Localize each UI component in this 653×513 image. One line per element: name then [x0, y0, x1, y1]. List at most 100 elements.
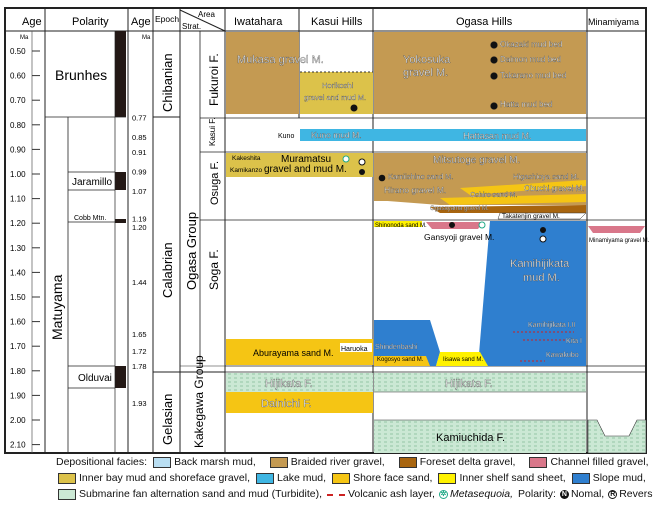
epoch-calabrian: Calabrian [160, 242, 175, 298]
header-epoch: Epoch [155, 14, 179, 24]
legend-row-1: Depositional facies: Back marsh mud, Bra… [56, 455, 649, 470]
legend-swatch-lake [256, 473, 275, 484]
hijikata-label-iwatahara: Hijikata F. [265, 378, 313, 390]
kawakubo-label: Kawakubo [546, 352, 579, 359]
horikoshi-label-2: gravel and mud M. [304, 93, 366, 102]
kamihijikata-label-2: mud M. [523, 272, 560, 284]
obuchi-label: Obuchi gravel M. [524, 184, 584, 193]
age-tick-label: 1.40 [10, 268, 26, 277]
daimon-label: Daimon mud bed [500, 55, 561, 64]
mitsutoge-label: Mitsutoge gravel M. [433, 155, 520, 166]
lake-mud-band [300, 129, 586, 141]
oshiro-label: Oshiro sand M. [470, 192, 518, 199]
formation-osuga: Osuga F. [209, 161, 221, 205]
header-strat: Strat. [182, 22, 201, 31]
reverse-polarity-icon [539, 235, 547, 243]
okazaki-label: Okazaki mud bed [500, 40, 562, 49]
hirano-label: Hirano gravel M. [384, 185, 446, 195]
header-diagonal [179, 9, 226, 32]
legend-label-inner-bay: Inner bay mud and shoreface gravel, [79, 472, 251, 484]
boundary-age-label: 1.44 [132, 278, 147, 287]
kogosyo-sand [374, 356, 430, 366]
legend-label-slope: Slope mud, [592, 472, 646, 484]
boundary-age-label: 1.20 [132, 223, 147, 232]
age-tick-label: 0.80 [10, 121, 26, 130]
mud-beds: Okazaki mud bed Daimon mud bed Takarano … [490, 40, 566, 110]
normal-polarity-icon [359, 169, 365, 175]
normal-polarity-icon [490, 102, 498, 110]
age-tick-label: 0.90 [10, 145, 26, 154]
mukasa-label: Mukasa gravel M. [237, 54, 324, 66]
yokosuka-unit [374, 32, 586, 114]
ogasayama-label: Ogasayama gravel M. [430, 206, 489, 212]
normal-polarity-icon [540, 227, 546, 233]
shindenbashi-slope-mud [374, 320, 440, 366]
ogasayama-foreset [430, 205, 586, 213]
formation-soga: Soga F. [207, 249, 221, 290]
age-unit-2: Ma [142, 35, 151, 41]
legend-swatch-turbidite [58, 489, 76, 500]
legend-label-turbidite: Submarine fan alternation sand and mud (… [79, 488, 322, 500]
olduvai-bar [115, 366, 126, 388]
normal-polarity-icon [378, 174, 386, 182]
legend-swatch-shore-face [332, 473, 351, 484]
boundary-age-label: 1.78 [132, 362, 147, 371]
age-tick-label: 1.80 [10, 367, 26, 376]
haruoka-label: Haruoka [341, 346, 368, 353]
metasequoia-icon: ✲ [438, 490, 448, 499]
legend-swatch-slope [571, 473, 590, 484]
legend-label-shore-face: Shore face sand, [353, 472, 433, 484]
mukasa-text: Mukasa gravel M. [237, 54, 324, 66]
gansyoji-label: Gansyoji gravel M. [424, 232, 494, 242]
volcanic-ash-icon [327, 493, 345, 496]
age-unit: Ma [20, 35, 29, 41]
cobb-bar [115, 219, 126, 223]
age-ticks: 0.500.600.700.800.901.001.101.201.301.40… [10, 47, 40, 450]
legend-label-reverse: Reverse [619, 488, 653, 500]
normal-polarity-icon [350, 104, 358, 112]
epoch-gelasian: Gelasian [160, 394, 175, 445]
boundary-age-label: 1.93 [132, 399, 147, 408]
boundary-age-label: 1.07 [132, 187, 147, 196]
shinonoda-sand [374, 221, 422, 227]
dainichi-unit [226, 392, 373, 413]
metasequoia-icon [342, 155, 350, 163]
formation-kasui: Kasui F. [208, 118, 217, 146]
legend-swatch-foreset [398, 457, 417, 468]
matuyama-label: Matuyama [49, 274, 65, 340]
kamiishino-label: Kamiishino sand M. [388, 172, 453, 181]
age-tick-label: 0.70 [10, 96, 26, 105]
kuno-label: Kuno [278, 133, 294, 140]
oshiro-sand [440, 194, 586, 205]
iisawa-label: Iisawa sand M. [443, 357, 483, 363]
cobb-label-bg [72, 213, 112, 221]
higashioya-label: Higashioya sand M. [513, 172, 579, 181]
boundary-age-label: 1.72 [132, 347, 147, 356]
yokosuka-label-2: gravel M. [403, 67, 448, 79]
aburayama-label: Aburayama sand M. [253, 348, 334, 358]
normal-polarity-icon [490, 56, 498, 64]
brunhes-bar [115, 31, 126, 117]
header-area-minamiyama: Minamiyama [588, 17, 639, 27]
header-area: Area [198, 10, 215, 19]
kamiuchida-minamiyama [587, 419, 647, 454]
legend-title: Depositional facies: [56, 456, 148, 468]
dainichi-label: Dainichi F. [261, 398, 312, 410]
reverse-polarity-icon: R [608, 490, 618, 499]
takarano-label: Takarano mud bed [500, 71, 566, 80]
header-area-ogasa: Ogasa Hills [456, 16, 513, 28]
haruoka-bg [340, 343, 372, 352]
age-tick-label: 0.50 [10, 47, 26, 56]
legend-swatch-inner-bay [58, 473, 76, 484]
boundary-age-label: 0.99 [132, 168, 147, 177]
metasequoia-icon [478, 221, 486, 229]
chart-svg: Age Polarity Age Epoch Area Strat. Iwata… [4, 7, 650, 454]
legend-label-metasequoia: Metasequoia, [449, 488, 514, 500]
kogosyo-label: Kogosyo sand M. [377, 357, 424, 363]
takatenjin-label: Takatenjin gravel M. [502, 213, 560, 220]
muramatsu-label-1: Muramatsu [281, 154, 331, 165]
age-tick-label: 1.50 [10, 293, 26, 302]
legend-row-2: Inner bay mud and shoreface gravel, Lake… [52, 471, 646, 486]
header-area-kasui: Kasui Hills [311, 16, 363, 28]
minamiyama-gravel-unit [588, 226, 645, 233]
